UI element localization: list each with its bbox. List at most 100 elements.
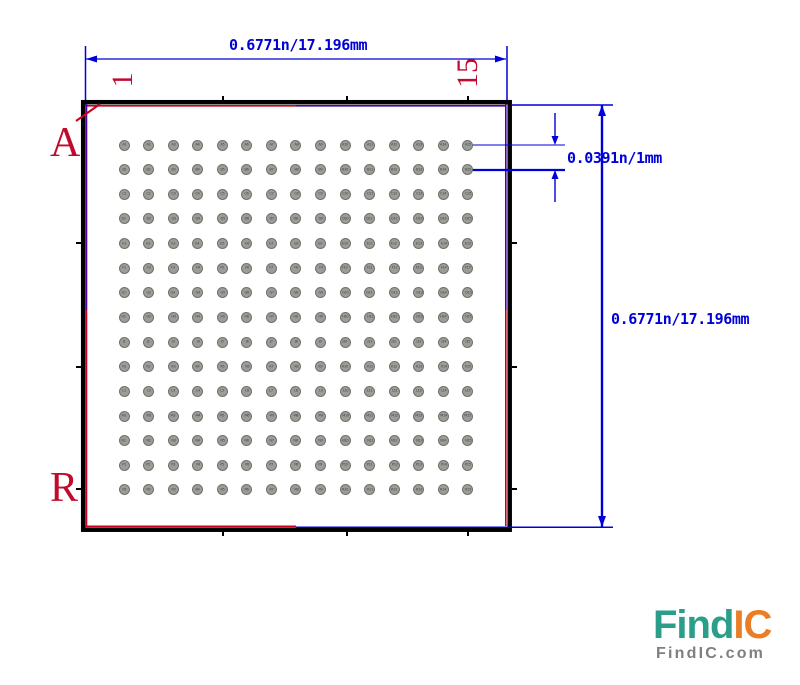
ball-R11: R11	[364, 484, 376, 496]
ball-J12: J12	[388, 336, 400, 348]
ball-label: F15	[465, 265, 471, 270]
ball-G4: G4	[192, 287, 204, 299]
ball-label: F14	[440, 265, 447, 270]
ball-A9: A9	[315, 139, 327, 151]
ball-H15: H15	[462, 311, 474, 323]
ball-label: A5	[220, 142, 225, 147]
right-dimension-label: 0.6771n/17.196mm	[611, 310, 750, 328]
ball-B11: B11	[364, 164, 376, 176]
ball-label: E3	[171, 241, 176, 246]
ball-label: C8	[293, 191, 299, 197]
ball-C15: C15	[462, 188, 474, 200]
ball-K4: K4	[192, 361, 204, 373]
ball-R7: R7	[265, 484, 277, 496]
ball-label: C12	[391, 191, 398, 197]
ball-label: D15	[464, 216, 472, 221]
ball-J14: J14	[437, 336, 449, 348]
ball-P9: P9	[315, 459, 327, 471]
ball-label: A2	[146, 142, 151, 147]
ball-G10: G10	[339, 287, 351, 299]
ball-label: J11	[367, 339, 372, 344]
ball-L7: L7	[265, 385, 277, 397]
arrow-down-icon	[598, 516, 606, 527]
ball-P12: P12	[388, 459, 400, 471]
ball-B7: B7	[265, 164, 277, 176]
ball-F11: F11	[364, 262, 376, 274]
ball-label: D7	[269, 216, 274, 221]
ball-K8: K8	[290, 361, 302, 373]
ball-label: L13	[416, 388, 422, 394]
ball-F12: F12	[388, 262, 400, 274]
ball-E8: E8	[290, 238, 302, 250]
ball-label: N7	[269, 438, 274, 443]
ball-K7: K7	[265, 361, 277, 373]
ball-F10: F10	[339, 262, 351, 274]
ball-label: J2	[147, 339, 150, 344]
ball-M6: M6	[241, 410, 253, 422]
ball-F13: F13	[413, 262, 425, 274]
ball-D15: D15	[462, 213, 474, 225]
ball-label: L8	[294, 388, 298, 394]
ball-label: J10	[342, 339, 348, 344]
ball-label: E15	[465, 241, 471, 246]
ball-A8: A8	[290, 139, 302, 151]
ball-N15: N15	[462, 435, 474, 447]
ball-label: G5	[220, 290, 225, 295]
ball-B10: B10	[339, 164, 351, 176]
ball-label: M9	[318, 413, 323, 418]
ball-label: N1	[121, 438, 127, 443]
ball-M2: M2	[143, 410, 155, 422]
ball-label: E13	[415, 241, 422, 246]
ball-label: N5	[220, 438, 225, 443]
ball-label: G3	[170, 290, 176, 295]
ball-M3: M3	[167, 410, 179, 422]
ball-label: K3	[171, 364, 176, 369]
ball-label: M10	[341, 413, 349, 418]
ball-label: H6	[244, 315, 250, 320]
ball-label: C1	[121, 191, 127, 197]
ball-L9: L9	[315, 385, 327, 397]
ball-R13: R13	[413, 484, 425, 496]
ball-label: A9	[318, 142, 323, 147]
ball-label: P2	[146, 462, 151, 468]
ball-J5: J5	[216, 336, 228, 348]
ball-J8: J8	[290, 336, 302, 348]
ball-label: L4	[195, 388, 200, 394]
ball-D4: D4	[192, 213, 204, 225]
ball-D10: D10	[339, 213, 351, 225]
top-dimension	[84, 46, 508, 100]
arrow-up-icon	[551, 170, 559, 179]
column-label-last: 15	[451, 58, 484, 88]
ball-label: D2	[146, 216, 151, 221]
ball-label: N9	[318, 438, 323, 443]
right-dimension	[296, 104, 613, 529]
ball-label: N2	[146, 438, 151, 443]
ball-label: A8	[293, 142, 298, 147]
ball-H12: H12	[388, 311, 400, 323]
ball-B4: B4	[192, 164, 204, 176]
ball-label: G10	[341, 290, 349, 295]
ball-label: K8	[294, 364, 298, 369]
ball-R4: R4	[192, 484, 204, 496]
ball-D1: D1	[118, 213, 130, 225]
ball-label: E2	[146, 241, 151, 246]
ball-label: F4	[195, 265, 200, 270]
ball-label: F10	[342, 265, 348, 270]
ball-label: H9	[318, 315, 323, 320]
ball-H7: H7	[265, 311, 277, 323]
ball-R3: R3	[167, 484, 179, 496]
ball-label: R14	[440, 487, 447, 492]
ball-R6: R6	[241, 484, 253, 496]
ball-C13: C13	[413, 188, 425, 200]
ball-A7: A7	[265, 139, 277, 151]
ball-label: C7	[269, 191, 274, 197]
ball-N8: N8	[290, 435, 302, 447]
ball-G12: G12	[388, 287, 400, 299]
ball-label: G9	[318, 290, 323, 295]
ball-G3: G3	[167, 287, 179, 299]
ball-N4: N4	[192, 435, 204, 447]
ball-F7: F7	[265, 262, 277, 274]
ball-label: P15	[465, 462, 471, 468]
ball-A5: A5	[216, 139, 228, 151]
ball-F9: F9	[315, 262, 327, 274]
